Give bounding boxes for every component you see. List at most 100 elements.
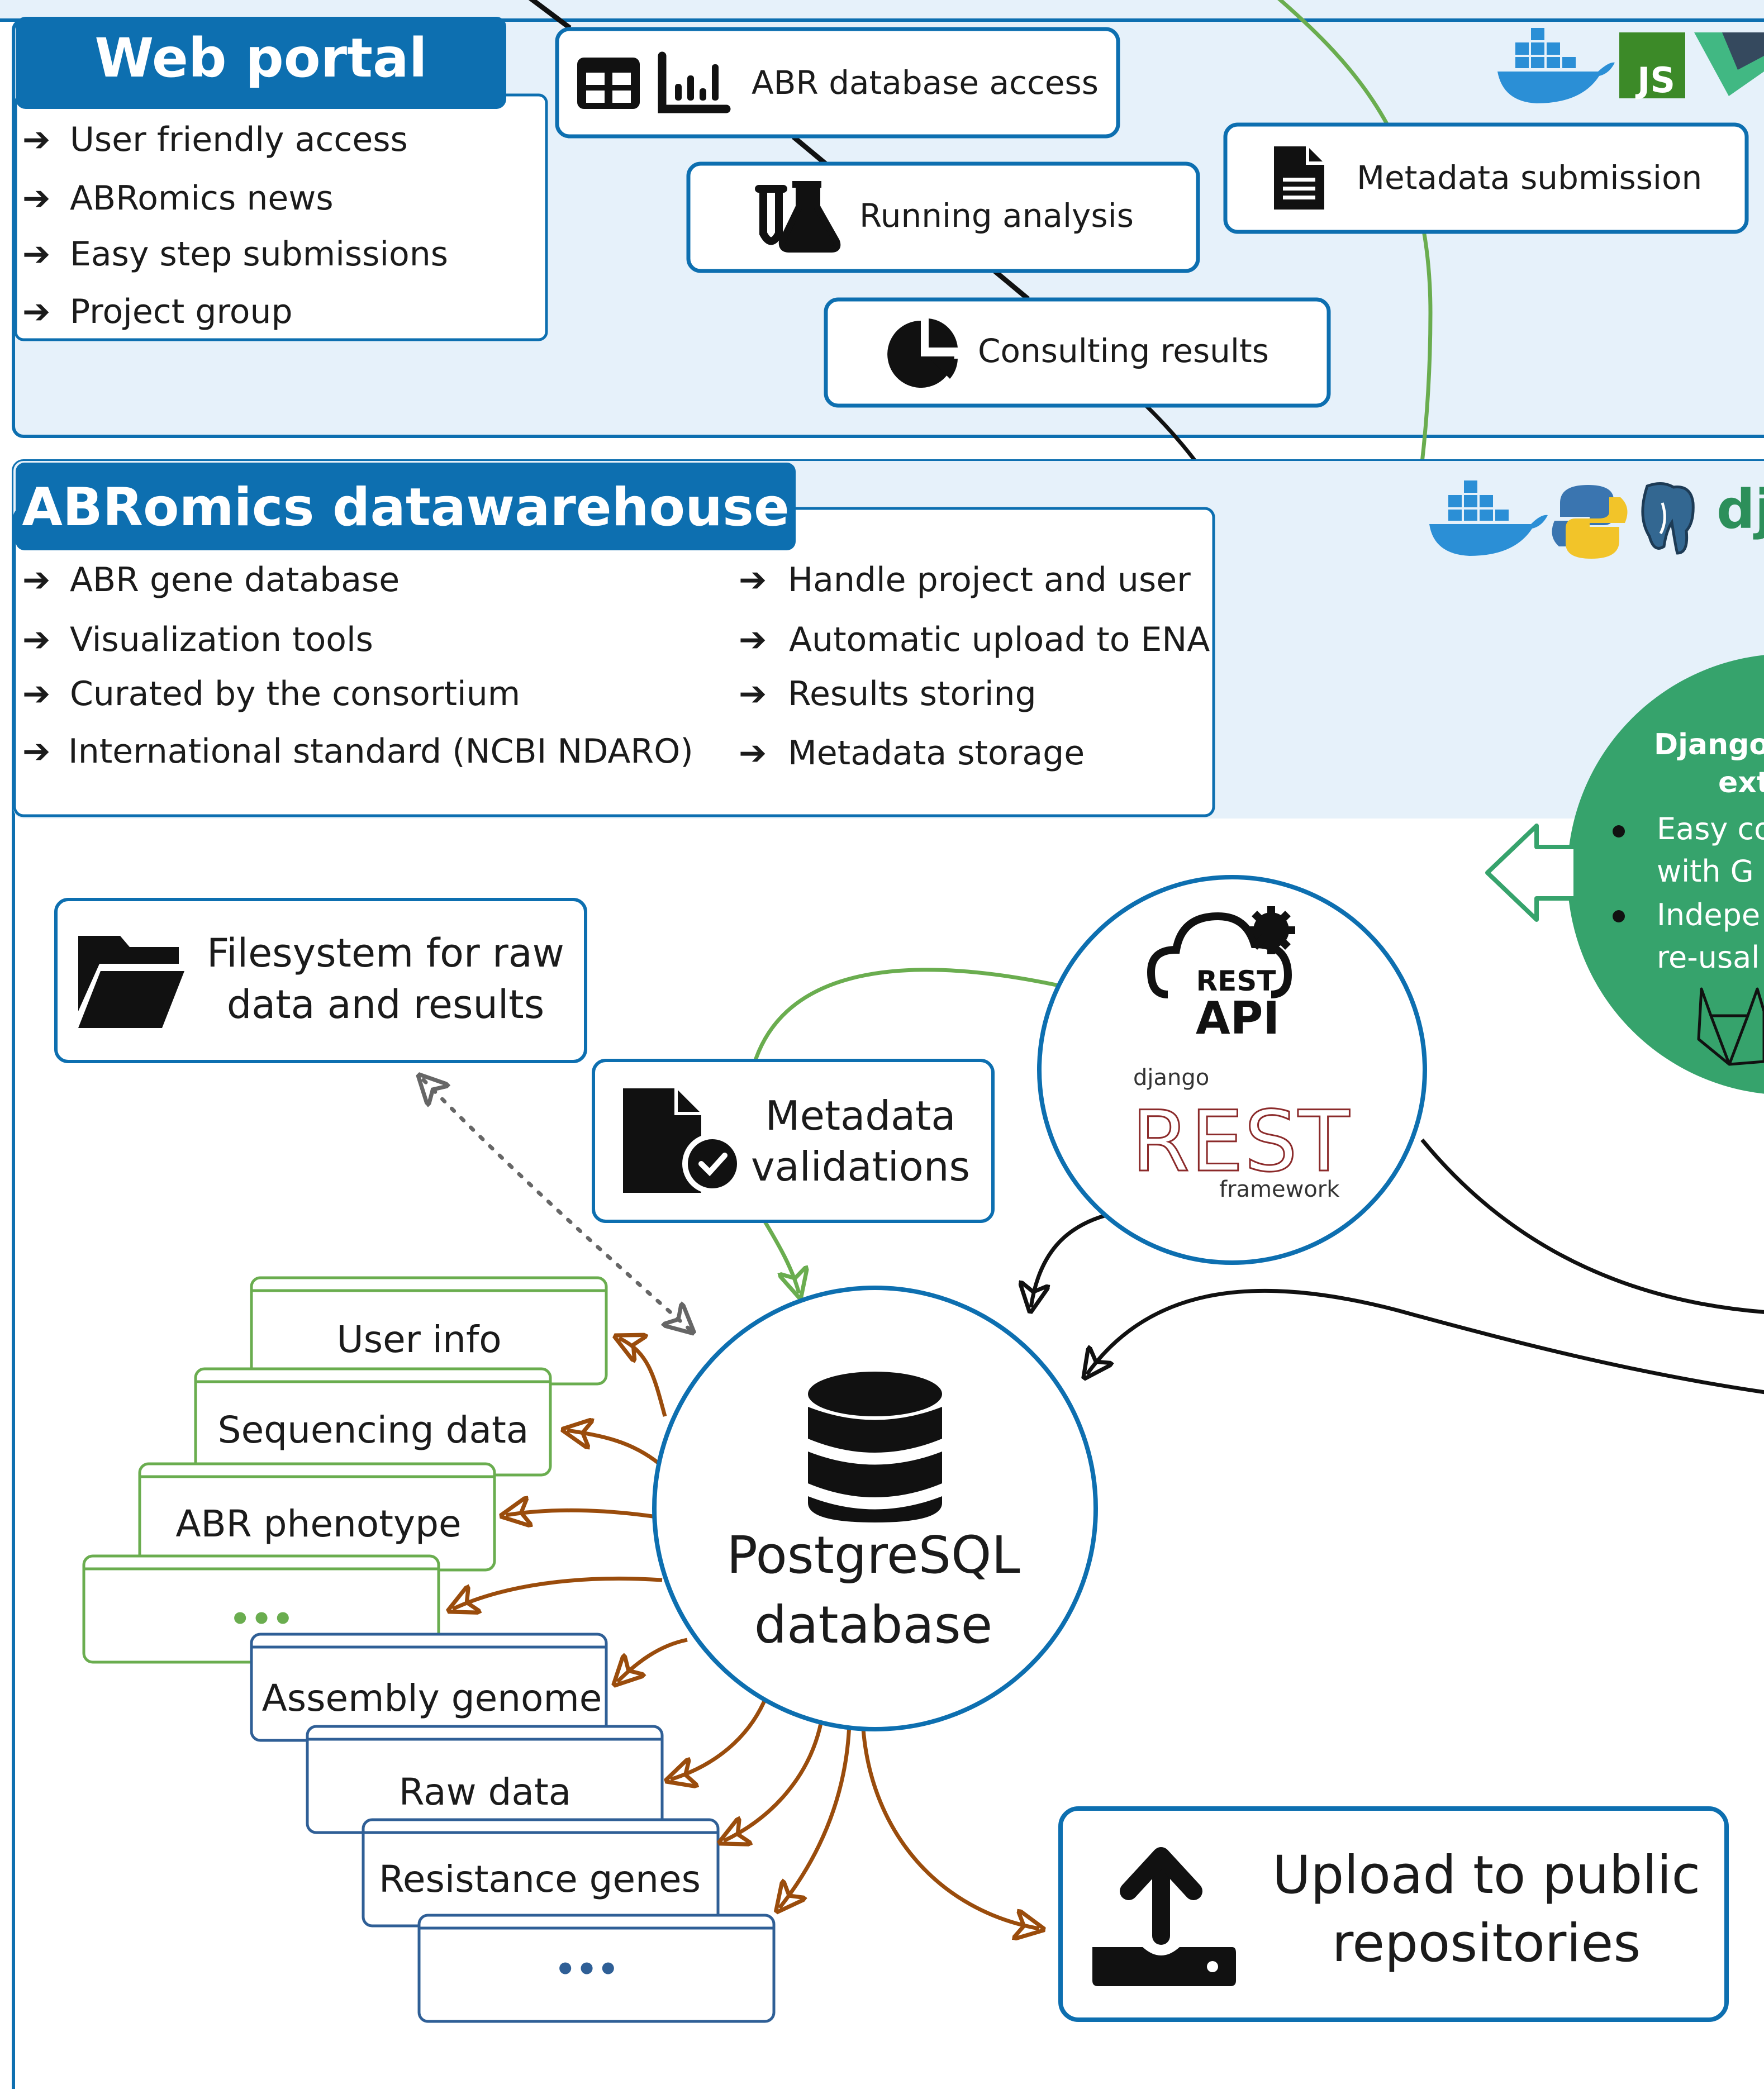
database-label-2: database	[754, 1595, 993, 1655]
table-resistance-genes: Resistance genes	[362, 1818, 720, 1928]
django-card-title: Django	[1654, 728, 1764, 762]
datawarehouse-feature-list-right: ➔ Handle project and user ➔ Automatic up…	[739, 560, 1210, 773]
docker-icon	[1497, 28, 1615, 103]
table-user-info: User info	[250, 1276, 608, 1386]
vue-icon	[1694, 32, 1764, 96]
table-label: Assembly genome	[262, 1677, 602, 1720]
filesystem-label-2: data and results	[227, 982, 544, 1027]
list-arrow: ➔	[22, 560, 50, 599]
arrow-db-resistance	[724, 1720, 824, 1841]
table-label: Sequencing data	[218, 1408, 529, 1452]
list-arrow: ➔	[22, 620, 50, 659]
filesystem-label-1: Filesystem for raw	[207, 930, 564, 976]
feature-metadata-storage: Metadata storage	[788, 734, 1085, 773]
table-assembly-genome: Assembly genome	[250, 1633, 608, 1742]
pie-chart-icon	[887, 318, 958, 388]
flask-icon	[755, 181, 841, 253]
web-portal-title-bar	[16, 17, 506, 109]
filesystem-box: Filesystem for raw data and results	[54, 898, 587, 1063]
api-label: API	[1196, 992, 1280, 1044]
green-connector-api-to-validation	[751, 968, 1062, 1068]
list-arrow: ➔	[22, 179, 50, 218]
consulting-results-label: Consulting results	[978, 332, 1269, 370]
arrow-right-to-db	[1087, 1288, 1764, 1395]
python-icon	[1552, 485, 1628, 559]
django-card-circle	[1567, 655, 1764, 1094]
table-sequencing-data: Sequencing data	[194, 1367, 552, 1477]
connector-line	[993, 269, 1030, 301]
postgresql-icon	[1641, 482, 1695, 555]
feature-standard: International standard (NCBI NDARO)	[68, 732, 693, 771]
drf-framework-text: framework	[1219, 1177, 1340, 1202]
feature-news: ABRomics news	[70, 179, 334, 218]
svg-text:JS: JS	[1635, 60, 1675, 101]
metadata-validations-box: Metadata validations	[592, 1059, 995, 1223]
table-label: Raw data	[399, 1771, 571, 1814]
feature-user-friendly: User friendly access	[70, 120, 408, 159]
database-label-1: PostgreSQL	[726, 1525, 1020, 1585]
upload-icon	[1092, 1847, 1236, 1986]
consulting-results-button[interactable]: Consulting results	[824, 297, 1331, 408]
table-icon	[577, 58, 640, 109]
docker-icon	[1429, 480, 1548, 556]
bullet	[1613, 910, 1625, 922]
django-card-bullet-1: Easy co	[1657, 811, 1764, 846]
metadata-submission-label: Metadata submission	[1357, 159, 1702, 197]
svg-text:dj: dj	[1717, 478, 1764, 541]
table-label: Resistance genes	[379, 1858, 701, 1901]
table-more-blue: •••	[417, 1914, 776, 2023]
django-extension-arrow	[1485, 824, 1578, 922]
arrow-db-filesystem	[422, 1078, 690, 1330]
feature-visualization: Visualization tools	[70, 620, 373, 659]
table-label: ABR phenotype	[175, 1502, 461, 1545]
upload-label-1: Upload to public	[1272, 1845, 1700, 1906]
list-arrow: ➔	[22, 235, 50, 274]
table-label: •••	[229, 1600, 293, 1639]
table-raw-data: Raw data	[306, 1725, 664, 1834]
django-card-bullet-2b: re-usal	[1657, 940, 1760, 975]
datawarehouse-title-bar	[16, 463, 796, 550]
table-abr-phenotype: ABR phenotype	[138, 1462, 496, 1572]
running-analysis-button[interactable]: Running analysis	[686, 161, 1200, 273]
list-arrow: ➔	[739, 560, 767, 599]
list-arrow: ➔	[739, 674, 767, 713]
connector-api-right	[1420, 1138, 1764, 1314]
document-icon	[1274, 146, 1324, 210]
arrow-db-raw	[671, 1697, 768, 1779]
db-access-label: ABR database access	[752, 64, 1099, 102]
arrow-db-upload	[861, 1729, 1039, 1929]
bullet	[1613, 825, 1625, 837]
list-arrow: ➔	[22, 292, 50, 331]
feature-project-group: Project group	[70, 292, 293, 331]
feature-handle-project: Handle project and user	[788, 560, 1191, 599]
list-arrow: ➔	[739, 734, 767, 773]
bar-chart-icon	[658, 51, 731, 113]
feature-easy-step: Easy step submissions	[70, 235, 448, 274]
drf-django-text: django	[1133, 1065, 1209, 1091]
list-arrow: ➔	[739, 620, 767, 659]
table-label: User info	[336, 1318, 501, 1361]
cloud-gear-icon: REST API	[1147, 906, 1295, 1044]
arrow-db-more-blue	[779, 1723, 852, 1908]
folder-open-icon	[78, 936, 184, 1028]
running-analysis-label: Running analysis	[859, 197, 1134, 235]
connector-top-line	[528, 0, 572, 30]
web-portal-title: Web portal	[94, 27, 427, 89]
db-table-arrows	[453, 1338, 1039, 1929]
datawarehouse-feature-list-left: ➔ ABR gene database ➔ Visualization tool…	[22, 560, 693, 771]
feature-gene-db: ABR gene database	[70, 560, 400, 599]
rest-api-node: REST API django REST framework	[1037, 875, 1427, 1265]
file-check-icon	[623, 1088, 743, 1194]
arrow-db-phenotype	[506, 1510, 657, 1517]
metadata-validations-label-2: validations	[751, 1143, 970, 1190]
arrow-db-sequencing	[567, 1430, 661, 1465]
arrow-api-to-db	[1031, 1213, 1107, 1307]
list-arrow: ➔	[22, 120, 50, 159]
metadata-submission-button[interactable]: Metadata submission	[1223, 122, 1749, 234]
gitlab-icon	[1697, 987, 1764, 1066]
django-card-bullet-2: Indepe	[1657, 897, 1760, 932]
db-access-button[interactable]: ABR database access	[555, 27, 1120, 139]
datawarehouse-title: ABRomics datawarehouse	[22, 477, 790, 538]
list-arrow: ➔	[22, 674, 50, 713]
